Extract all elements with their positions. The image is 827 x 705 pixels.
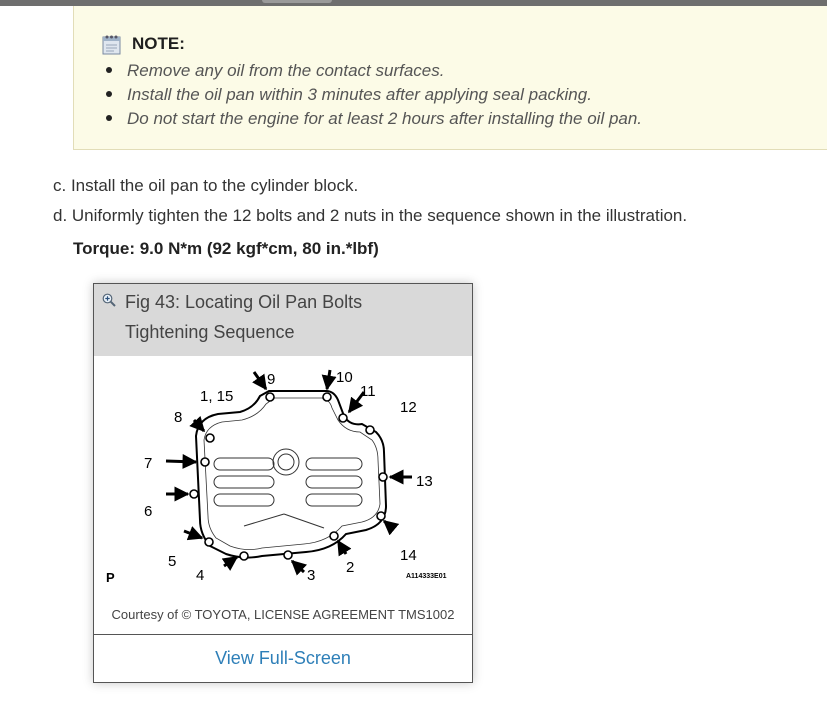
bolt-holes [189, 392, 388, 561]
view-fullscreen-link[interactable]: View Full-Screen [215, 648, 351, 668]
figure-card: Fig 43: Locating Oil Pan Bolts Tightenin… [93, 283, 473, 683]
figure-code: A114333E01 [406, 573, 447, 580]
note-box: NOTE: Remove any oil from the contact su… [73, 6, 827, 150]
bullet [106, 90, 112, 97]
bolt-label: 14 [400, 547, 417, 564]
figure-title: Fig 43: Locating Oil Pan Bolts Tightenin… [125, 292, 363, 342]
bolt-label: 2 [346, 559, 354, 576]
bolt-label: 1, 15 [200, 388, 233, 405]
zoom-in-icon[interactable] [102, 293, 116, 307]
oil-pan-inner-edge [203, 397, 381, 550]
step-d: d. Uniformly tighten the 12 bolts and 2 … [53, 206, 688, 225]
bolt-label: 9 [267, 371, 275, 388]
torque-spec: Torque: 9.0 N*m (92 kgf*cm, 80 in.*lbf) [73, 239, 379, 258]
figure-credit: Courtesy of © TOYOTA, LICENSE AGREEMENT … [111, 607, 455, 622]
bolt-label: 12 [400, 399, 417, 416]
note-header: NOTE: [101, 33, 185, 55]
figure-divider [94, 634, 472, 635]
bolt-arrows [165, 369, 412, 576]
bullet [106, 114, 112, 121]
note-pad-icon [102, 35, 121, 55]
bullet [106, 66, 112, 73]
bolt-label: 4 [196, 567, 204, 584]
bolt-label: 3 [307, 567, 315, 584]
bolt-label: 7 [144, 455, 152, 472]
note-item: Do not start the engine for at least 2 h… [106, 107, 642, 131]
bolt-label: 13 [416, 473, 433, 490]
oil-pan-diagram: 1, 15 2 3 4 5 6 7 8 9 10 11 12 13 14 P A… [106, 369, 447, 585]
bolt-label: 11 [360, 383, 376, 400]
top-bar-tab [262, 0, 332, 3]
bolt-label: 10 [336, 369, 353, 386]
note-item: Install the oil pan within 3 minutes aft… [106, 83, 642, 107]
bolt-label: 6 [144, 503, 152, 520]
note-item: Remove any oil from the contact surfaces… [106, 59, 642, 83]
note-list: Remove any oil from the contact surfaces… [106, 59, 642, 131]
figure-header[interactable]: Fig 43: Locating Oil Pan Bolts Tightenin… [94, 284, 472, 356]
top-bar [0, 0, 827, 6]
corner-mark: P [106, 570, 115, 585]
bolt-label: 5 [168, 553, 176, 570]
bolt-labels: 1, 15 2 3 4 5 6 7 8 9 10 11 12 13 14 [144, 369, 433, 584]
step-c: c. Install the oil pan to the cylinder b… [53, 176, 359, 195]
oil-pan-ribs [213, 448, 363, 529]
bolt-label: 8 [174, 409, 182, 426]
note-title: NOTE: [132, 34, 185, 53]
